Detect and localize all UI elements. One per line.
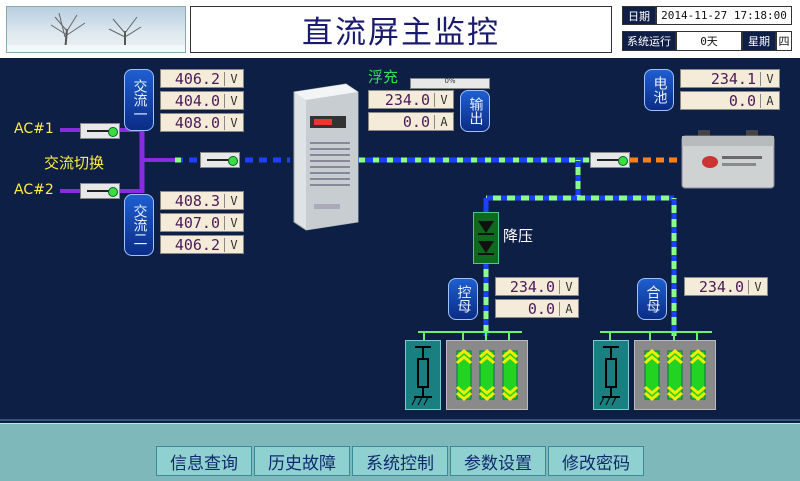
unit: V [224, 115, 243, 130]
ac2-label: AC#2 [14, 182, 54, 198]
title-box: 直流屏主监控 [190, 6, 612, 53]
ac-switch-label: 交流切换 [44, 154, 105, 172]
unit: A [559, 301, 578, 316]
value: 234.0 [698, 277, 744, 296]
ac1-phase-b: 404.0 V [160, 91, 244, 110]
ac1-phase-a: 406.2 V [160, 69, 244, 88]
tree-image-icon [7, 12, 185, 53]
value: 408.0 [174, 113, 220, 132]
unit: V [760, 71, 779, 86]
closing-bus-label: 合母 [637, 278, 667, 320]
unit: V [434, 92, 453, 107]
output-mode-label: 浮充 [368, 68, 399, 86]
unit: V [748, 279, 767, 294]
page-title: 直流屏主监控 [302, 15, 500, 51]
unit: V [224, 215, 243, 230]
ac1-label: AC#1 [14, 121, 54, 137]
value: 0.0 [728, 91, 756, 110]
value: 0.0 [402, 112, 430, 131]
closing-bus-label-text: 合母 [644, 285, 661, 313]
insulation-monitor-icon [405, 340, 441, 410]
output-label: 输出 [460, 90, 490, 132]
battery-current: 0.0 A [680, 91, 780, 110]
output-voltage: 234.0 V [368, 90, 454, 109]
run-value: 0天 [676, 31, 742, 51]
ac-line2-label: 交流二 [124, 194, 154, 256]
run-label: 系统运行 [622, 31, 676, 51]
unit: V [224, 193, 243, 208]
ac-line1-text: 交流一 [131, 79, 148, 121]
control-bus-voltage: 234.0 V [495, 277, 579, 296]
value: 234.0 [384, 90, 430, 109]
ac-transfer-switch[interactable] [200, 152, 240, 168]
ac2-phase-a: 408.3 V [160, 191, 244, 210]
weekday-value: 四 [776, 31, 792, 51]
value: 407.0 [174, 213, 220, 232]
header-bar: 直流屏主监控 日期 2014-11-27 17:18:00 系统运行 0天 星期… [0, 0, 800, 58]
parameter-settings-button[interactable]: 参数设置 [450, 446, 546, 476]
output-progress-bar: 0% [410, 77, 490, 89]
value: 404.0 [174, 91, 220, 110]
step-down-label: 降压 [503, 227, 534, 245]
info-query-button[interactable]: 信息查询 [156, 446, 252, 476]
unit: A [434, 114, 453, 129]
wiring-diagram [0, 128, 800, 421]
value: 234.0 [509, 277, 555, 296]
battery-voltage: 234.1 V [680, 69, 780, 88]
closing-bus-voltage: 234.0 V [684, 277, 768, 296]
battery-switch[interactable] [590, 152, 630, 168]
value: 406.2 [174, 235, 220, 254]
value: 406.2 [174, 69, 220, 88]
unit: V [224, 71, 243, 86]
header-photo [6, 6, 186, 53]
unit: A [760, 93, 779, 108]
control-bus-current: 0.0 A [495, 299, 579, 318]
output-progress-text: 0% [444, 77, 456, 85]
battery-icon [680, 128, 776, 190]
change-password-button[interactable]: 修改密码 [548, 446, 644, 476]
date-label: 日期 [622, 6, 656, 25]
value: 0.0 [527, 299, 555, 318]
ac-line2-text: 交流二 [131, 204, 148, 246]
value: 234.1 [710, 69, 756, 88]
control-bus-feeders-icon[interactable] [446, 340, 528, 410]
weekday-label: 星期 [742, 31, 776, 51]
insulation-monitor-icon [593, 340, 629, 410]
unit: V [224, 237, 243, 252]
battery-label: 电池 [644, 69, 674, 111]
output-current: 0.0 A [368, 112, 454, 131]
fault-history-button[interactable]: 历史故障 [254, 446, 350, 476]
control-bus-label-text: 控母 [455, 285, 472, 313]
output-label-text: 输出 [467, 97, 484, 125]
control-bus-label: 控母 [448, 278, 478, 320]
unit: V [224, 93, 243, 108]
step-down-diode-icon [473, 212, 499, 264]
system-control-button[interactable]: 系统控制 [352, 446, 448, 476]
battery-label-text: 电池 [651, 76, 668, 104]
rectifier-module-icon [284, 82, 360, 232]
unit: V [559, 279, 578, 294]
footer-bar: 信息查询 历史故障 系统控制 参数设置 修改密码 [0, 423, 800, 481]
ac-line1-label: 交流一 [124, 69, 154, 131]
ac2-phase-c: 406.2 V [160, 235, 244, 254]
ac1-switch[interactable] [80, 123, 120, 139]
closing-bus-feeders-icon[interactable] [634, 340, 716, 410]
ac1-phase-c: 408.0 V [160, 113, 244, 132]
date-value: 2014-11-27 17:18:00 [656, 6, 792, 25]
value: 408.3 [174, 191, 220, 210]
ac2-phase-b: 407.0 V [160, 213, 244, 232]
ac2-switch[interactable] [80, 183, 120, 199]
